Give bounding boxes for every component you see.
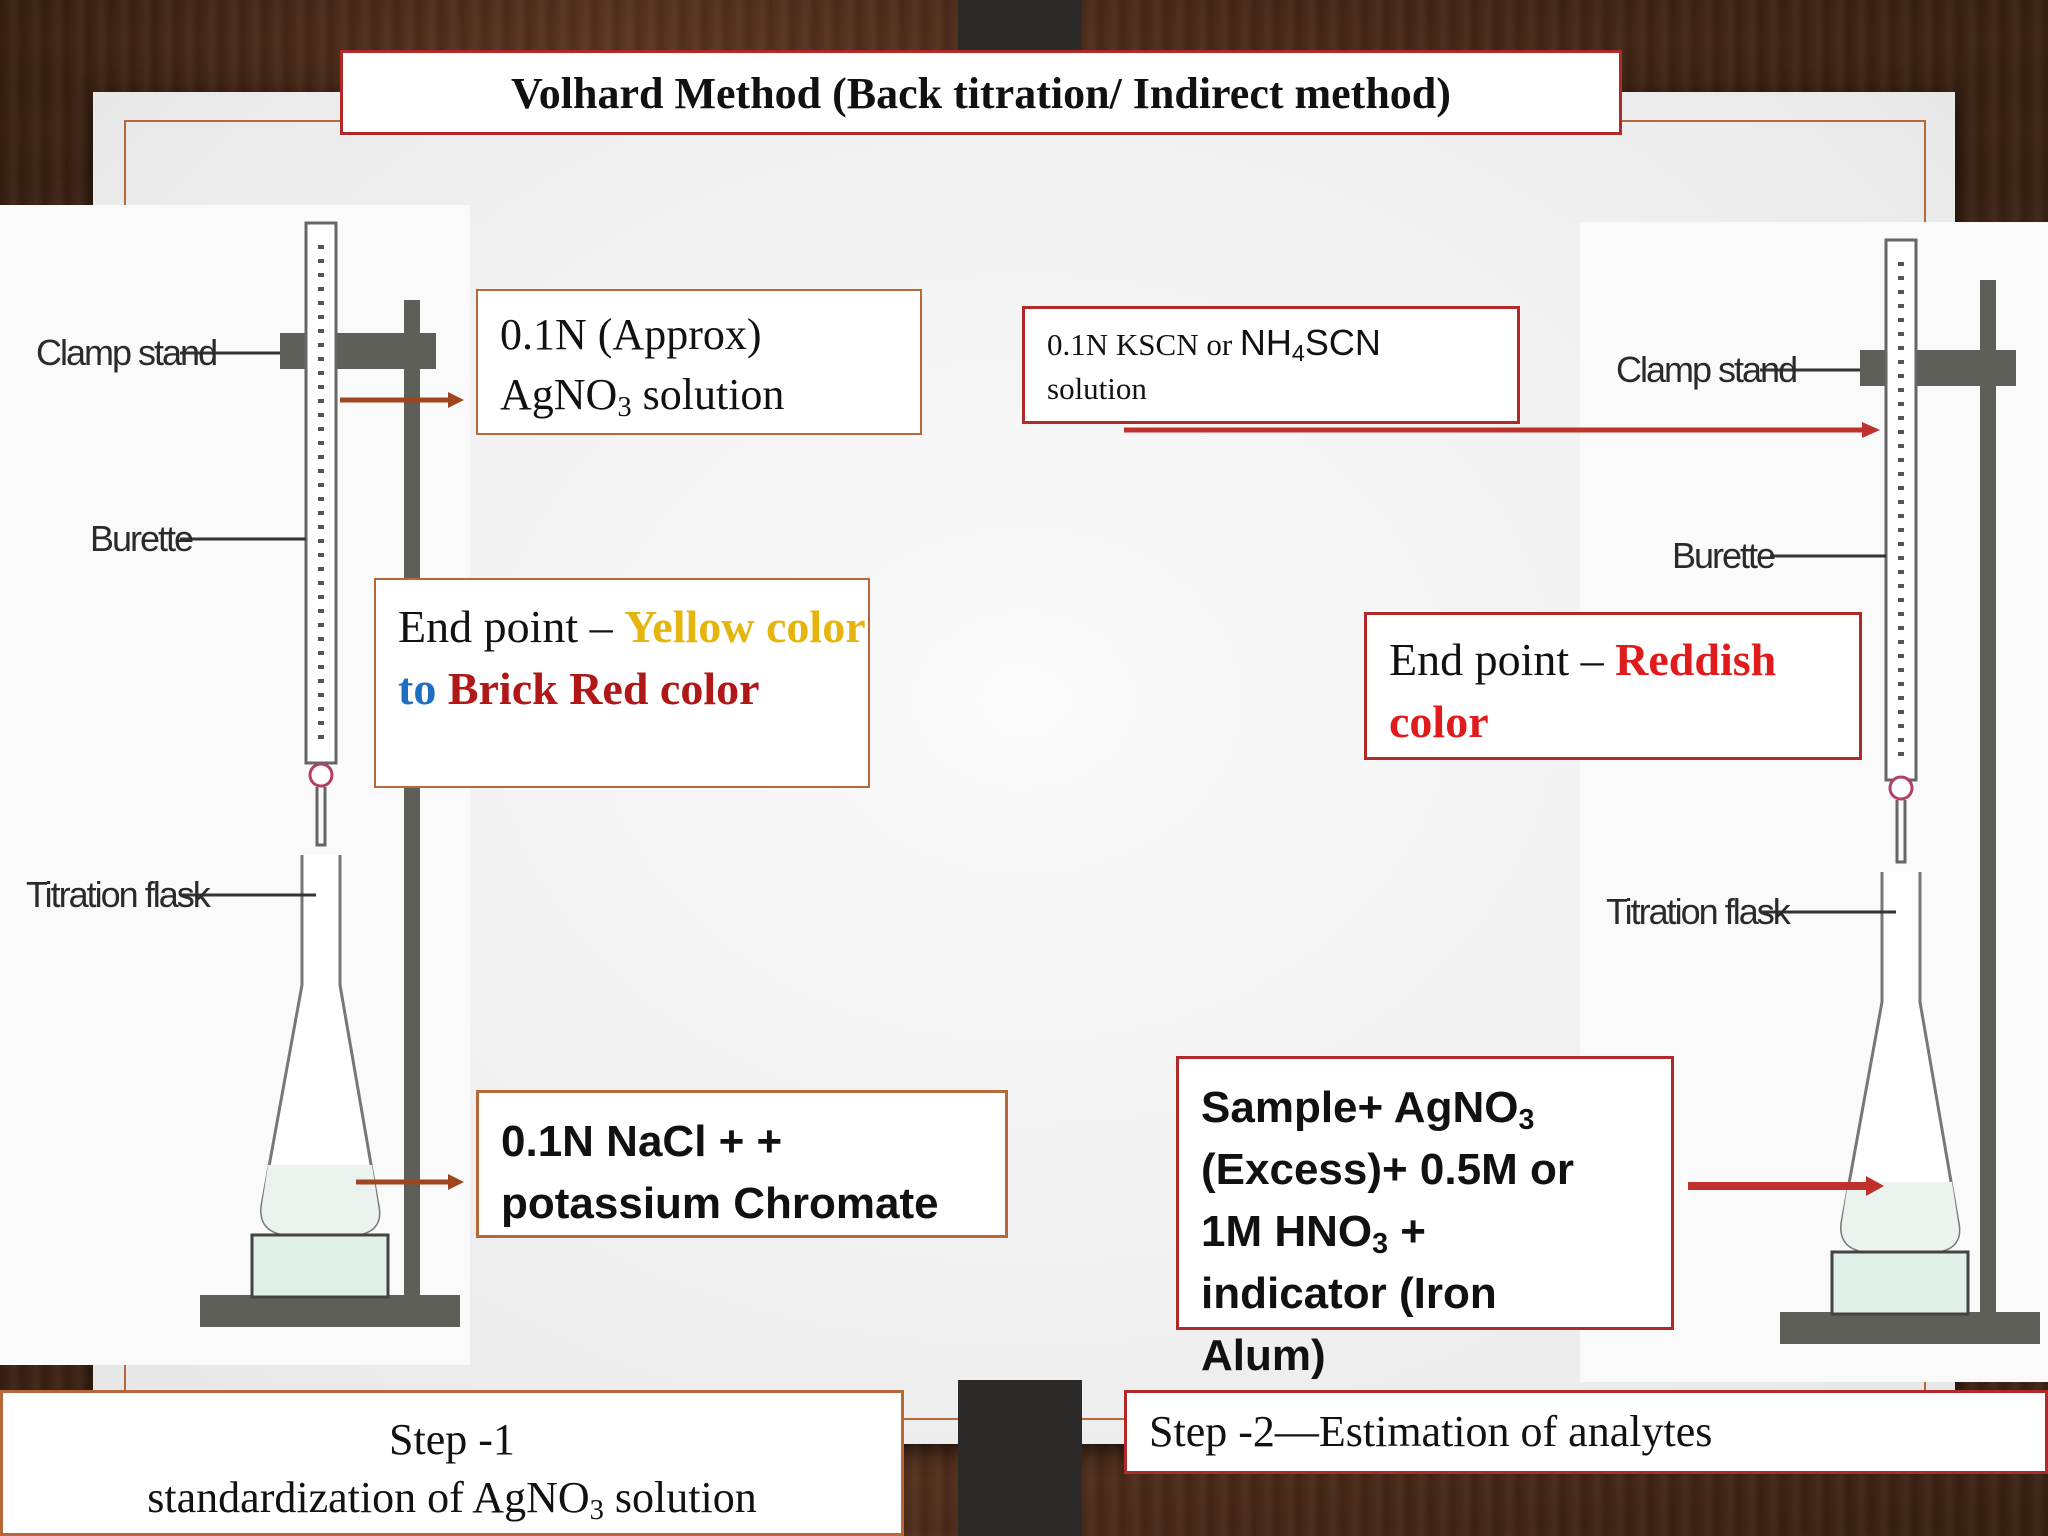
sample-agno3-subscript: 3: [1518, 1104, 1535, 1137]
sample-line4: indicator (Iron: [1201, 1269, 1497, 1318]
scn-text: SCN: [1304, 322, 1381, 363]
end-point-reddish-text: Reddish color: [1389, 634, 1777, 747]
clamp: [1860, 350, 2016, 386]
label-clamp-stand: Clamp stand: [36, 332, 216, 373]
step2-end-point-label: End point –: [1389, 634, 1616, 685]
flask-liquid: [1841, 1182, 1959, 1252]
stand-rod: [1980, 280, 1996, 1320]
caption-solution-text: solution: [603, 1473, 757, 1522]
stopcock: [1888, 775, 1914, 801]
step2-end-point-box: End point – Reddish color: [1364, 612, 1862, 760]
burette-tube: [304, 221, 338, 765]
slide-title: Volhard Method (Back titration/ Indirect…: [340, 50, 1622, 135]
end-point-yellow-text: Yellow color: [624, 601, 866, 652]
agno3-text: AgNO: [500, 370, 618, 419]
step2-sample-box: Sample+ AgNO3 (Excess)+ 0.5M or 1M HNO3 …: [1176, 1056, 1674, 1380]
step1-flask-contents-text: 0.1N NaCl + + potassium Chromate: [501, 1117, 939, 1228]
sample-line3: 1M HNO3 +: [1201, 1201, 1671, 1263]
step2-titrant-line2: solution: [1047, 371, 1147, 406]
flask-liquid: [261, 1165, 379, 1235]
plus-text: +: [1388, 1207, 1426, 1256]
solution-text: solution: [631, 370, 785, 419]
label-titration-flask: Titration flask: [26, 874, 212, 915]
step2-titrant-line1: 0.1N KSCN or NH4SCN: [1047, 321, 1517, 367]
step1-titrant-line1: 0.1N (Approx): [500, 310, 762, 359]
stand-base: [200, 1295, 460, 1327]
sample-agno3-text: Sample+ AgNO: [1201, 1083, 1519, 1132]
flask-base-tile: [1830, 1250, 1970, 1316]
end-point-brick-red-text: Brick Red color: [447, 663, 760, 714]
stand-base: [1780, 1312, 2040, 1344]
hno3-text: 1M HNO: [1201, 1207, 1373, 1256]
titration-setup-drawing-right: Clamp stand Burette Titration flask: [1606, 238, 2040, 1344]
agno3-subscript: 3: [617, 392, 632, 424]
standardization-text: standardization of AgNO: [147, 1473, 590, 1522]
step1-caption-line2: standardization of AgNO3 solution: [3, 1469, 901, 1527]
sample-line1: Sample+ AgNO3: [1201, 1077, 1671, 1139]
titration-setup-drawing-left: Clamp stand Burette Titration flask: [26, 221, 460, 1327]
step1-end-point-label: End point –: [398, 601, 625, 652]
label-burette: Burette: [90, 518, 193, 559]
burette-tip: [315, 787, 327, 847]
step1-titrant-line2: AgNO3 solution: [500, 365, 920, 425]
clamp: [280, 333, 436, 369]
binder-clip-bottom: [958, 1380, 1082, 1536]
nh-text: NH: [1239, 322, 1292, 363]
kscn-text: 0.1N KSCN or: [1047, 327, 1240, 362]
end-point-to-text: to: [398, 663, 437, 714]
stopcock: [308, 762, 334, 788]
nh4scn-text: NH4SCN: [1239, 322, 1381, 366]
step1-caption-line1: Step -1: [389, 1415, 515, 1464]
stand-rod: [404, 300, 420, 1300]
label-titration-flask: Titration flask: [1606, 891, 1792, 932]
flask-base-tile: [250, 1233, 390, 1299]
step2-titrant-box: 0.1N KSCN or NH4SCN solution: [1022, 306, 1520, 424]
nh4-subscript: 4: [1291, 339, 1305, 366]
label-clamp-stand: Clamp stand: [1616, 349, 1796, 390]
step2-caption-box: Step -2—Estimation of analytes: [1124, 1390, 2048, 1474]
label-burette: Burette: [1672, 535, 1775, 576]
caption-subscript: 3: [589, 1495, 604, 1527]
sample-line5: Alum): [1201, 1331, 1326, 1380]
hno3-subscript: 3: [1372, 1228, 1389, 1261]
burette-tip: [1895, 800, 1907, 864]
step1-flask-contents-box: 0.1N NaCl + + potassium Chromate: [476, 1090, 1008, 1238]
step1-caption-box: Step -1 standardization of AgNO3 solutio…: [0, 1390, 904, 1536]
step1-titrant-box: 0.1N (Approx) AgNO3 solution: [476, 289, 922, 435]
step1-end-point-box: End point – Yellow color to Brick Red co…: [374, 578, 870, 788]
sample-line2: (Excess)+ 0.5M or: [1201, 1145, 1574, 1194]
